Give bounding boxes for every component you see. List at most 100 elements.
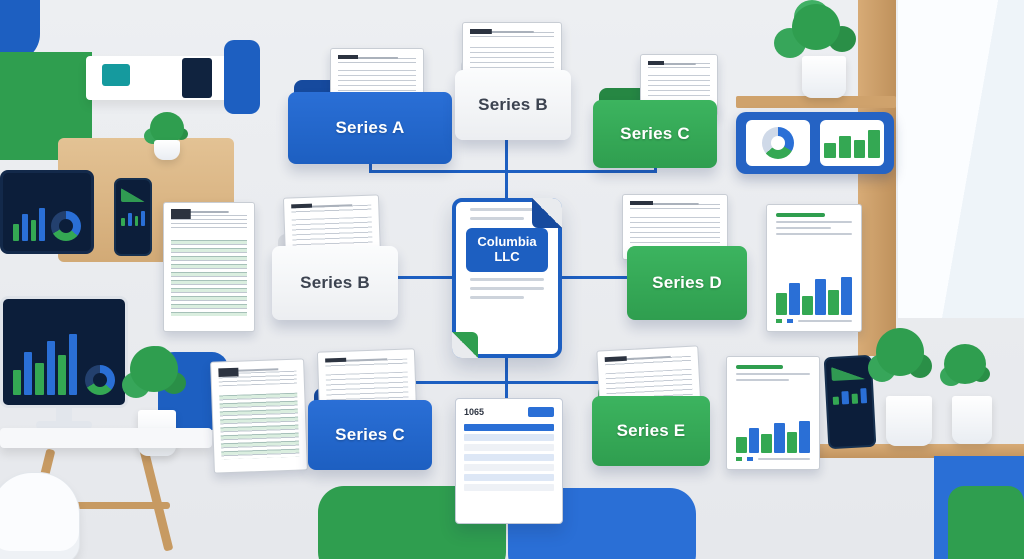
green-cabinet-panel: [948, 486, 1024, 559]
folder-series-e: Series E: [592, 384, 710, 466]
center-document: Columbia LLC: [452, 198, 562, 358]
plant-leaves: [130, 346, 178, 392]
company-name: Columbia LLC: [477, 234, 537, 264]
desktop-monitor: [0, 296, 128, 436]
form-number: 1065: [464, 407, 485, 417]
folder-label: Series E: [616, 421, 686, 440]
chart-legend: [736, 457, 810, 461]
connector-line: [396, 276, 456, 279]
report-bar-chart: [776, 275, 852, 315]
connector-line: [505, 356, 508, 400]
report-bar-chart: [736, 418, 811, 453]
report-document: [766, 204, 862, 332]
chart-legend: [776, 319, 852, 323]
phone-bar-chart-icon: [832, 385, 868, 405]
monitor-bar-chart-icon: [13, 323, 78, 395]
connector-line: [369, 170, 657, 173]
wall-tablet: [0, 170, 94, 254]
folder-label: Series C: [620, 124, 690, 143]
wood-shelf: [736, 96, 896, 108]
plant-leaves: [150, 112, 184, 144]
donut-chart-tile: [746, 120, 810, 166]
connector-line: [369, 163, 372, 173]
folder-front: Series B: [272, 246, 398, 320]
plant-pot: [802, 56, 846, 98]
plant-pot: [886, 396, 932, 446]
document-text-line: [470, 217, 524, 220]
area-chart-icon: [831, 365, 866, 381]
teal-box-decor: [102, 64, 130, 86]
folder-series-d: Series D: [627, 234, 747, 320]
table-row: [464, 444, 554, 451]
report-document: [726, 356, 820, 470]
invoice-logo-block: [528, 407, 554, 417]
page-fold-green-icon: [452, 332, 478, 358]
smartphone-desk: [823, 354, 877, 450]
plant-leaves: [944, 344, 986, 384]
tax-form-document: [163, 202, 255, 332]
folder-label: Series B: [478, 95, 548, 114]
monitor-screen: [0, 296, 128, 408]
folder-front: Series A: [288, 92, 452, 164]
report-text-line: [776, 233, 852, 235]
folder-series-c-bottom: Series C: [308, 388, 432, 470]
bar-chart-tile: [820, 120, 884, 166]
report-title-line: [776, 213, 825, 217]
folder-series-a: Series A: [288, 80, 452, 164]
table-header-row: [464, 424, 554, 431]
invoice-table: [464, 424, 554, 491]
desk-left: [0, 428, 212, 448]
report-text-line: [776, 221, 852, 223]
wood-frame-post: [858, 0, 896, 356]
folder-front: Series D: [627, 246, 747, 320]
company-badge: Columbia LLC: [466, 228, 548, 272]
table-row: [464, 464, 554, 471]
report-text-line: [736, 373, 810, 375]
folder-front: Series C: [593, 100, 717, 168]
folder-front: Series C: [308, 400, 432, 470]
desk-crossbar: [42, 502, 170, 509]
document-text-line: [470, 278, 544, 281]
dark-frame-decor: [182, 58, 212, 98]
folder-series-c-top: Series C: [593, 88, 717, 168]
plant-pot: [952, 396, 992, 444]
document-text-line: [470, 296, 524, 299]
connector-line: [654, 166, 657, 173]
smartphone: [114, 178, 152, 256]
donut-chart-icon: [51, 211, 81, 241]
report-title-line: [736, 365, 784, 369]
blue-corner-shape: [0, 0, 40, 62]
document-text-line: [470, 287, 544, 290]
folder-front: Series E: [592, 396, 710, 466]
table-row: [464, 434, 554, 441]
donut-chart-icon: [762, 127, 794, 159]
folder-front: Series B: [455, 70, 571, 140]
page-fold-icon: [532, 198, 562, 228]
report-text-line: [776, 227, 831, 229]
tax-form-document: [210, 358, 308, 474]
folder-label: Series C: [335, 425, 405, 444]
monitor-donut-chart-icon: [85, 365, 115, 395]
folder-series-b-mid: Series B: [272, 234, 398, 320]
folder-label: Series B: [300, 273, 370, 292]
chair: [0, 472, 80, 559]
table-row: [464, 454, 554, 461]
folder-label: Series D: [652, 273, 722, 292]
report-text-line: [736, 379, 790, 381]
desk-leg: [139, 448, 174, 552]
window: [898, 0, 1024, 318]
table-row: [464, 474, 554, 481]
plant-leaves: [876, 328, 924, 376]
document-text-line: [470, 208, 544, 211]
connector-line: [369, 381, 654, 384]
wall-chart-panel: [736, 112, 894, 174]
connector-line: [560, 276, 629, 279]
folder-series-b-top: Series B: [455, 58, 571, 140]
tablet-bar-chart-icon: [13, 199, 45, 241]
bar-chart-icon: [824, 128, 880, 158]
connector-line: [505, 140, 508, 198]
area-chart-icon: [121, 188, 145, 202]
invoice-header: 1065: [464, 407, 554, 417]
folder-label: Series A: [335, 118, 405, 137]
